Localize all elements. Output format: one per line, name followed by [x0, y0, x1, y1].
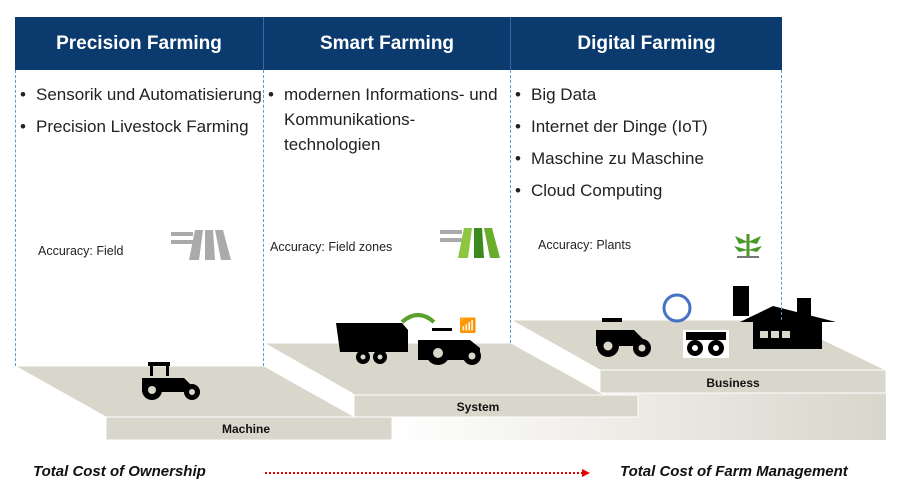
accuracy-label: Accuracy: Field zones — [270, 240, 393, 254]
plant-icon — [734, 234, 762, 258]
accuracy-label: Accuracy: Plants — [538, 238, 632, 252]
tractor-icon — [142, 362, 200, 400]
robot-icon — [683, 330, 729, 358]
phone-icon — [733, 286, 749, 316]
business-platform-front — [599, 369, 887, 394]
header-digital-farming: Digital Farming — [511, 17, 782, 70]
column-precision: Sensorik und Automatisierung Precision L… — [15, 70, 264, 366]
trailer-tractor-icon — [336, 323, 481, 365]
wifi-icon: 📶 — [459, 317, 476, 334]
list-item: Maschine zu Maschine — [511, 146, 708, 171]
cloud-sync-icon — [662, 293, 692, 323]
column-digital: Big Data Internet der Dinge (IoT) Maschi… — [511, 70, 782, 320]
business-label: Business — [706, 376, 760, 390]
machine-label: Machine — [222, 422, 270, 436]
footer-left-label: Total Cost of Ownership — [33, 463, 206, 480]
arrow-head-icon — [582, 469, 590, 477]
system-platform-front — [353, 394, 639, 418]
header-smart-farming: Smart Farming — [264, 17, 511, 70]
tractor-digital-icon — [596, 318, 651, 357]
list-item: Cloud Computing — [511, 178, 708, 203]
field-zones-icon — [440, 228, 500, 258]
precision-list: Sensorik und Automatisierung Precision L… — [16, 82, 262, 146]
field-icon — [171, 230, 231, 260]
system-label: System — [457, 400, 500, 414]
list-item: Sensorik und Automatisierung — [16, 82, 262, 107]
list-item: Precision Livestock Farming — [16, 114, 262, 139]
list-item: Big Data — [511, 82, 708, 107]
accuracy-label: Accuracy: Field — [38, 244, 124, 258]
smart-list: modernen Informations- und Kommunikation… — [264, 82, 502, 164]
farm-building-icon — [740, 298, 836, 349]
digital-list: Big Data Internet der Dinge (IoT) Maschi… — [511, 82, 708, 210]
exchange-arrow-icon — [400, 313, 436, 324]
list-item: Internet der Dinge (IoT) — [511, 114, 708, 139]
footer-right-label: Total Cost of Farm Management — [620, 463, 848, 480]
list-item: modernen Informations- und Kommunikation… — [264, 82, 502, 157]
header-precision-farming: Precision Farming — [15, 17, 264, 70]
machine-platform-front — [105, 416, 393, 441]
column-smart: modernen Informations- und Kommunikation… — [264, 70, 511, 343]
